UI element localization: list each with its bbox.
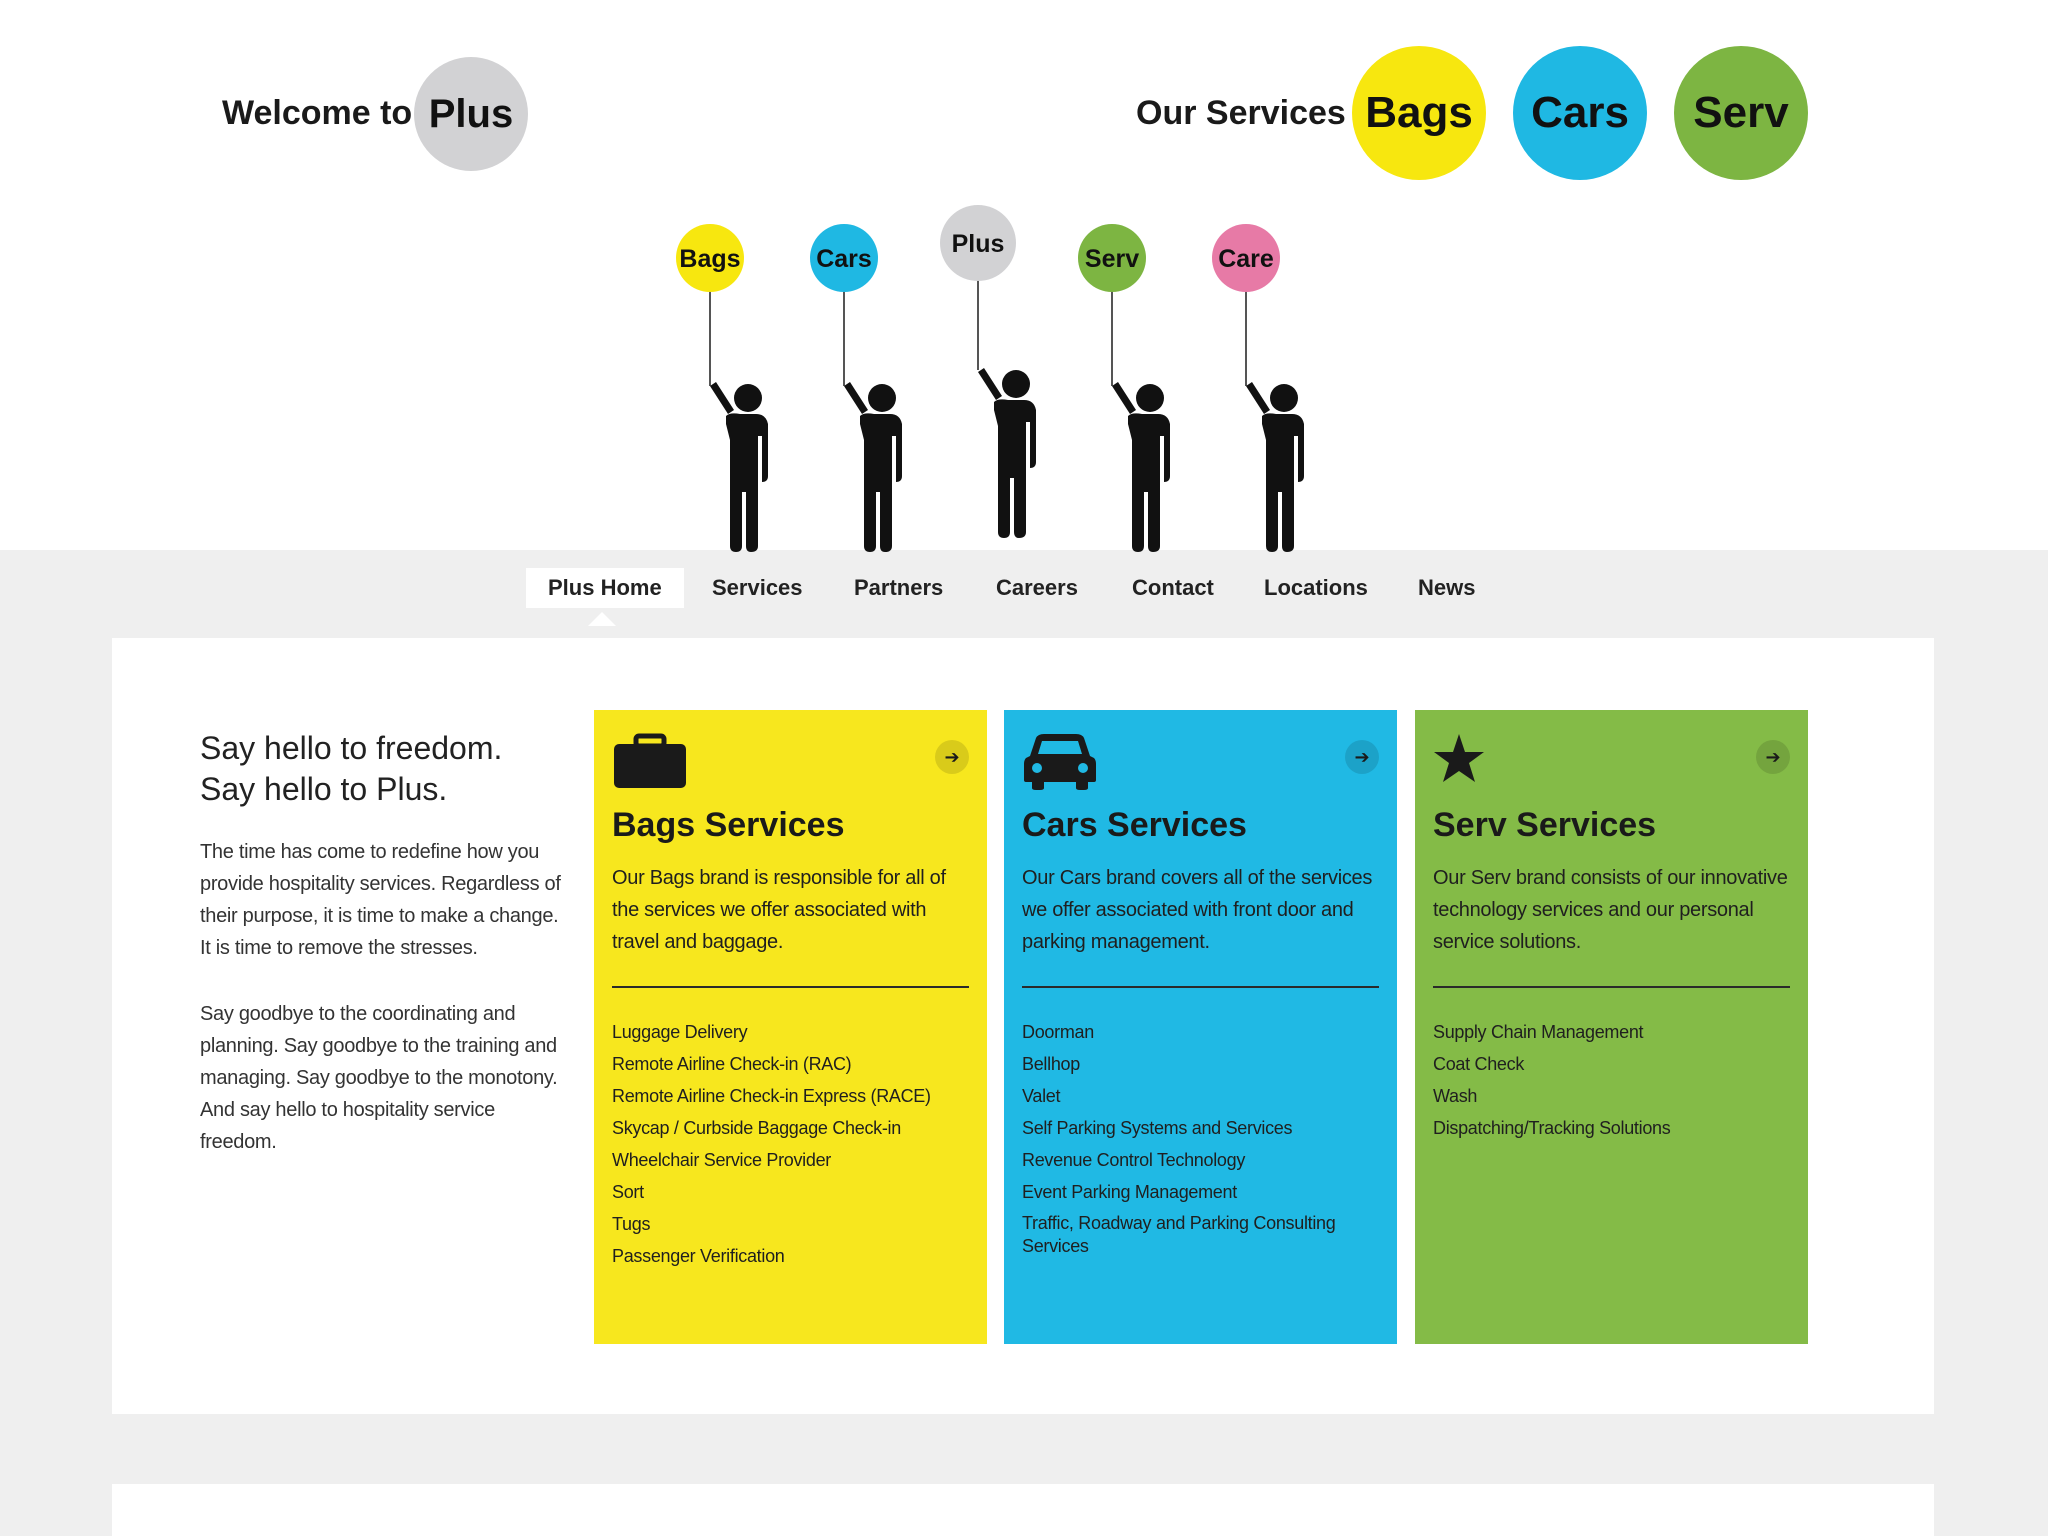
balloon-care: Care (1212, 224, 1280, 292)
footer-panel (112, 1484, 1934, 1536)
plus-logo[interactable]: Plus (414, 57, 528, 171)
svg-text:Serv: Serv (1085, 245, 1139, 273)
balloon-cars: Cars (810, 224, 878, 292)
list-item[interactable]: Wash (1433, 1086, 1478, 1106)
intro-headline-1: Say hello to freedom. (200, 730, 503, 766)
list-item[interactable]: Coat Check (1433, 1054, 1525, 1074)
nav-contact[interactable]: Contact (1132, 575, 1214, 600)
card-description: Our Bags brand is responsible for all of… (612, 867, 946, 953)
list-item[interactable]: Skycap / Curbside Baggage Check-in (612, 1118, 901, 1138)
person-figure-4 (1112, 382, 1170, 552)
card-divider (1022, 986, 1379, 988)
intro-headline-2: Say hello to Plus. (200, 771, 448, 807)
card-divider (1433, 986, 1790, 988)
balloon-bags: Bags (676, 224, 744, 292)
list-item[interactable]: Wheelchair Service Provider (612, 1150, 831, 1170)
list-item[interactable]: Tugs (612, 1214, 651, 1234)
balloon-serv: Serv (1078, 224, 1146, 292)
nav-careers[interactable]: Careers (996, 575, 1078, 600)
bags-service-badge[interactable]: Bags (1352, 46, 1486, 180)
intro-paragraph-1: The time has come to redefine how you pr… (200, 841, 561, 959)
svg-text:Bags: Bags (679, 245, 740, 273)
balloon-people-illustration: Bags Cars Plus Serv Care (676, 205, 1304, 552)
serv-service-list: Supply Chain Management Coat Check Wash … (1433, 1016, 1793, 1144)
intro-section: Say hello to freedom. Say hello to Plus.… (200, 728, 570, 1158)
list-item[interactable]: Remote Airline Check-in Express (RACE) (612, 1086, 931, 1106)
serv-service-badge[interactable]: Serv (1674, 46, 1808, 180)
bags-arrow-button[interactable]: ➔ (935, 740, 969, 774)
intro-paragraph-2: Say goodbye to the coordinating and plan… (200, 1003, 558, 1153)
list-item[interactable]: Bellhop (1022, 1054, 1080, 1074)
person-figure-5 (1246, 382, 1304, 552)
car-icon (1024, 734, 1096, 790)
cars-service-list: Doorman Bellhop Valet Self Parking Syste… (1022, 1016, 1382, 1258)
svg-text:Plus: Plus (952, 230, 1005, 258)
nav-news[interactable]: News (1418, 575, 1476, 600)
list-item[interactable]: Passenger Verification (612, 1246, 785, 1266)
svg-text:Cars: Cars (816, 245, 872, 273)
list-item[interactable]: Self Parking Systems and Services (1022, 1118, 1293, 1138)
serv-arrow-button[interactable]: ➔ (1756, 740, 1790, 774)
list-item[interactable]: Supply Chain Management (1433, 1022, 1644, 1042)
card-title: Bags Services (612, 806, 845, 844)
list-item[interactable]: Valet (1022, 1086, 1061, 1106)
nav-plus-home[interactable]: Plus Home (526, 568, 684, 608)
person-figure-3 (978, 368, 1036, 538)
list-item[interactable]: Dispatching/Tracking Solutions (1433, 1118, 1671, 1138)
list-item[interactable]: Sort (612, 1182, 644, 1202)
card-title: Serv Services (1433, 806, 1657, 844)
bags-services-card: ➔ Bags Services Our Bags brand is respon… (594, 710, 987, 1344)
list-item[interactable]: Remote Airline Check-in (RAC) (612, 1054, 852, 1074)
person-figure-1 (710, 382, 768, 552)
nav-locations[interactable]: Locations (1264, 575, 1368, 600)
card-description: Our Serv brand consists of our innovativ… (1433, 867, 1788, 953)
card-description: Our Cars brand covers all of the service… (1022, 867, 1373, 953)
list-item[interactable]: Traffic, Roadway and Parking Consulting … (1022, 1213, 1336, 1256)
active-nav-pointer (588, 612, 616, 626)
nav-partners[interactable]: Partners (854, 575, 944, 600)
nav-services[interactable]: Services (712, 575, 803, 600)
person-figure-2 (844, 382, 902, 552)
cars-service-badge[interactable]: Cars (1513, 46, 1647, 180)
list-item[interactable]: Doorman (1022, 1022, 1094, 1042)
balloon-plus: Plus (940, 205, 1016, 281)
list-item[interactable]: Event Parking Management (1022, 1182, 1237, 1202)
welcome-label: Welcome to (222, 94, 413, 132)
cars-arrow-button[interactable]: ➔ (1345, 740, 1379, 774)
bags-service-list: Luggage Delivery Remote Airline Check-in… (612, 1016, 972, 1272)
star-icon (1434, 734, 1484, 782)
svg-text:Care: Care (1218, 245, 1274, 273)
card-title: Cars Services (1022, 806, 1247, 844)
cars-services-card: ➔ Cars Services Our Cars brand covers al… (1004, 710, 1397, 1344)
list-item[interactable]: Revenue Control Technology (1022, 1150, 1246, 1170)
briefcase-icon (614, 733, 686, 788)
main-nav: Plus Home Services Partners Careers Cont… (0, 560, 2048, 610)
serv-services-card: ➔ Serv Services Our Serv brand consists … (1415, 710, 1808, 1344)
list-item[interactable]: Luggage Delivery (612, 1022, 748, 1042)
our-services-label: Our Services (1136, 94, 1346, 132)
card-divider (612, 986, 969, 988)
